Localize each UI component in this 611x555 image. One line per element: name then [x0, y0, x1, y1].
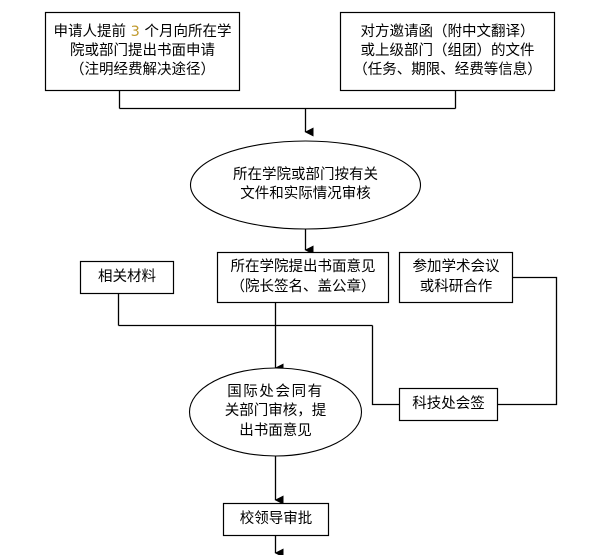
node-college-opinion-shape[interactable] [216, 251, 390, 304]
connector-scitech-to-merge-bar [371, 325, 400, 406]
node-invitation-letter-shape[interactable] [339, 11, 556, 92]
node-related-materials-shape[interactable] [79, 260, 175, 295]
node-academic-conference-shape[interactable] [398, 251, 514, 304]
node-international-office-shape[interactable] [188, 367, 363, 457]
node-school-leader-approval-shape[interactable] [222, 502, 330, 537]
node-science-tech-office-shape[interactable] [398, 387, 499, 422]
node-applicant-request-shape[interactable] [44, 11, 241, 92]
connector-conference-to-scitech [475, 276, 558, 413]
node-college-review-shape[interactable] [189, 140, 422, 230]
